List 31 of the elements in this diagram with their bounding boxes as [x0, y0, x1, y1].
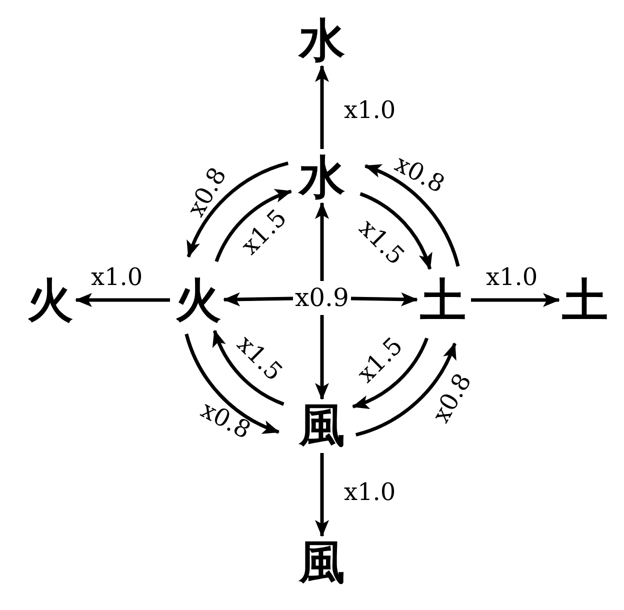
edge-label: x1.0: [344, 97, 396, 123]
arrow: [364, 164, 460, 267]
edge-label: x1.0: [91, 264, 143, 290]
arrow: [360, 192, 432, 270]
edge-label: x1.0: [486, 264, 538, 290]
arrow: [212, 330, 284, 406]
kanji-label: 水: [292, 10, 352, 70]
kanji-label: 土: [413, 270, 473, 330]
arrow: [75, 293, 170, 307]
kanji-label: 火: [20, 270, 80, 330]
edge-label: x0.8: [196, 396, 255, 444]
multiplier-label: x0.9: [295, 283, 349, 313]
kanji-label: 風: [292, 532, 352, 592]
arrow: [355, 342, 456, 436]
arrow: [184, 333, 280, 434]
arrow: [471, 293, 560, 307]
edge-label: x1.0: [344, 479, 396, 505]
kanji-label: 火: [168, 270, 228, 330]
arrow: [214, 190, 292, 262]
arrow: [315, 202, 329, 281]
arrow: [186, 162, 289, 258]
kanji-label: 水: [292, 147, 352, 207]
kanji-label: 風: [292, 395, 352, 455]
arrow: [223, 292, 294, 306]
arrow: [315, 315, 329, 400]
kanji-label: 土: [555, 270, 615, 330]
arrow: [350, 292, 418, 306]
arrow: [315, 65, 329, 149]
edge-label: x0.8: [390, 150, 449, 198]
arrow: [352, 338, 428, 408]
arrow: [315, 453, 329, 537]
